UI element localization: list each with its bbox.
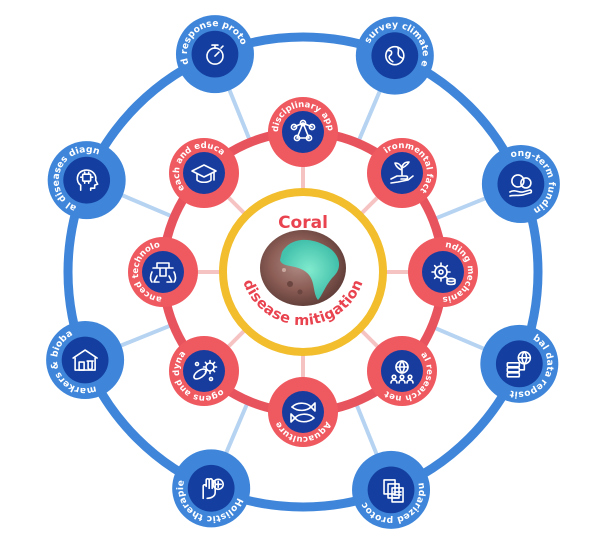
biobank-building-icon (72, 349, 98, 371)
documents-icon (383, 479, 404, 503)
inner-node: Aquaculture (268, 377, 338, 447)
svg-text:Transdisciplinary approach: Transdisciplinary approach (0, 0, 335, 133)
outer-node-core (63, 156, 111, 204)
outer-node-core (367, 466, 415, 514)
outer-node: AI coral diseases diagnostics (0, 0, 126, 220)
robot-arm-icon (149, 262, 177, 283)
inner-node-label: Transdisciplinary approach (0, 0, 335, 133)
outer-node-core (191, 30, 239, 78)
coins-hand-icon (509, 174, 533, 197)
outer-node: Rapid response protocols (0, 0, 254, 94)
microbes-icon (193, 359, 218, 382)
fish-icon (290, 402, 316, 423)
outer-ring (63, 32, 543, 512)
inner-node-core (282, 391, 324, 433)
coral-image (260, 230, 346, 306)
ai-head-icon (76, 169, 99, 191)
inner-node-core (282, 111, 324, 153)
inner-node-core (183, 152, 226, 195)
gear-coins-icon (431, 262, 456, 286)
center-hub: Coral disease mitigation (219, 188, 387, 356)
center-title: Coral (278, 213, 328, 233)
outer-node-core (371, 32, 419, 80)
outer-node-core (61, 336, 109, 384)
inner-node-core (142, 251, 184, 293)
globe-people-icon (390, 360, 414, 384)
database-globe-icon (506, 351, 532, 378)
network-people-icon (290, 119, 316, 142)
graduation-cap-icon (191, 164, 217, 184)
outer-node-core (187, 464, 235, 512)
outer-spokes (84, 53, 522, 491)
hand-plant-icon (390, 161, 414, 184)
inner-node-core (380, 349, 423, 392)
globe-icon (385, 45, 405, 66)
inner-node-core (183, 349, 226, 392)
medical-hand-icon (202, 478, 224, 500)
stopwatch-icon (206, 44, 224, 65)
